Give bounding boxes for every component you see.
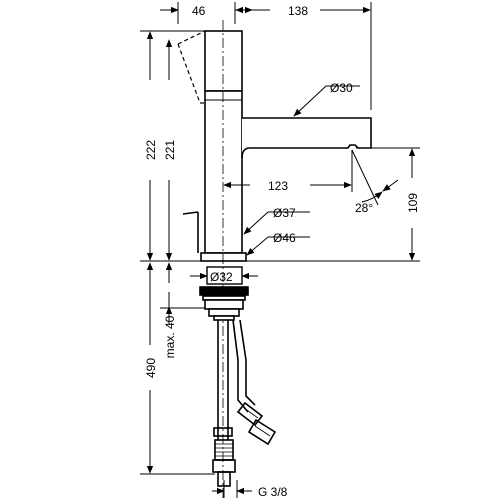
thread-callout-lines (212, 480, 252, 498)
hole-32-lines (190, 266, 258, 285)
dim-222: 222 (144, 140, 158, 160)
callout-d32: Ø32 (210, 270, 233, 284)
callout-30-lines (293, 85, 360, 117)
dim-490: 490 (144, 358, 158, 378)
dim-123: 123 (268, 179, 288, 193)
callout-g38: G 3/8 (258, 485, 288, 499)
left-dimension-lines (140, 30, 420, 475)
dim-28-deg: 28° (355, 201, 373, 215)
dim-123-lines (223, 150, 353, 192)
dim-221: 221 (163, 140, 177, 160)
dim-46-top: 46 (192, 4, 206, 18)
hose-hatching (215, 404, 271, 457)
angle-28-lines (351, 149, 399, 206)
callout-37-46-lines (243, 211, 310, 256)
popup-rod (182, 211, 199, 253)
dim-max-40: max. 40 (163, 315, 177, 358)
lever-swing-outline (177, 30, 206, 104)
callout-d37: Ø37 (273, 206, 296, 220)
top-dimension-lines (160, 2, 372, 110)
callout-d46: Ø46 (273, 231, 296, 245)
callout-d30: Ø30 (330, 81, 353, 95)
dim-109: 109 (406, 193, 420, 213)
faucet-body (200, 30, 372, 262)
supply-hoses (212, 319, 277, 487)
mounting-assembly (199, 286, 249, 321)
dim-138: 138 (288, 4, 308, 18)
